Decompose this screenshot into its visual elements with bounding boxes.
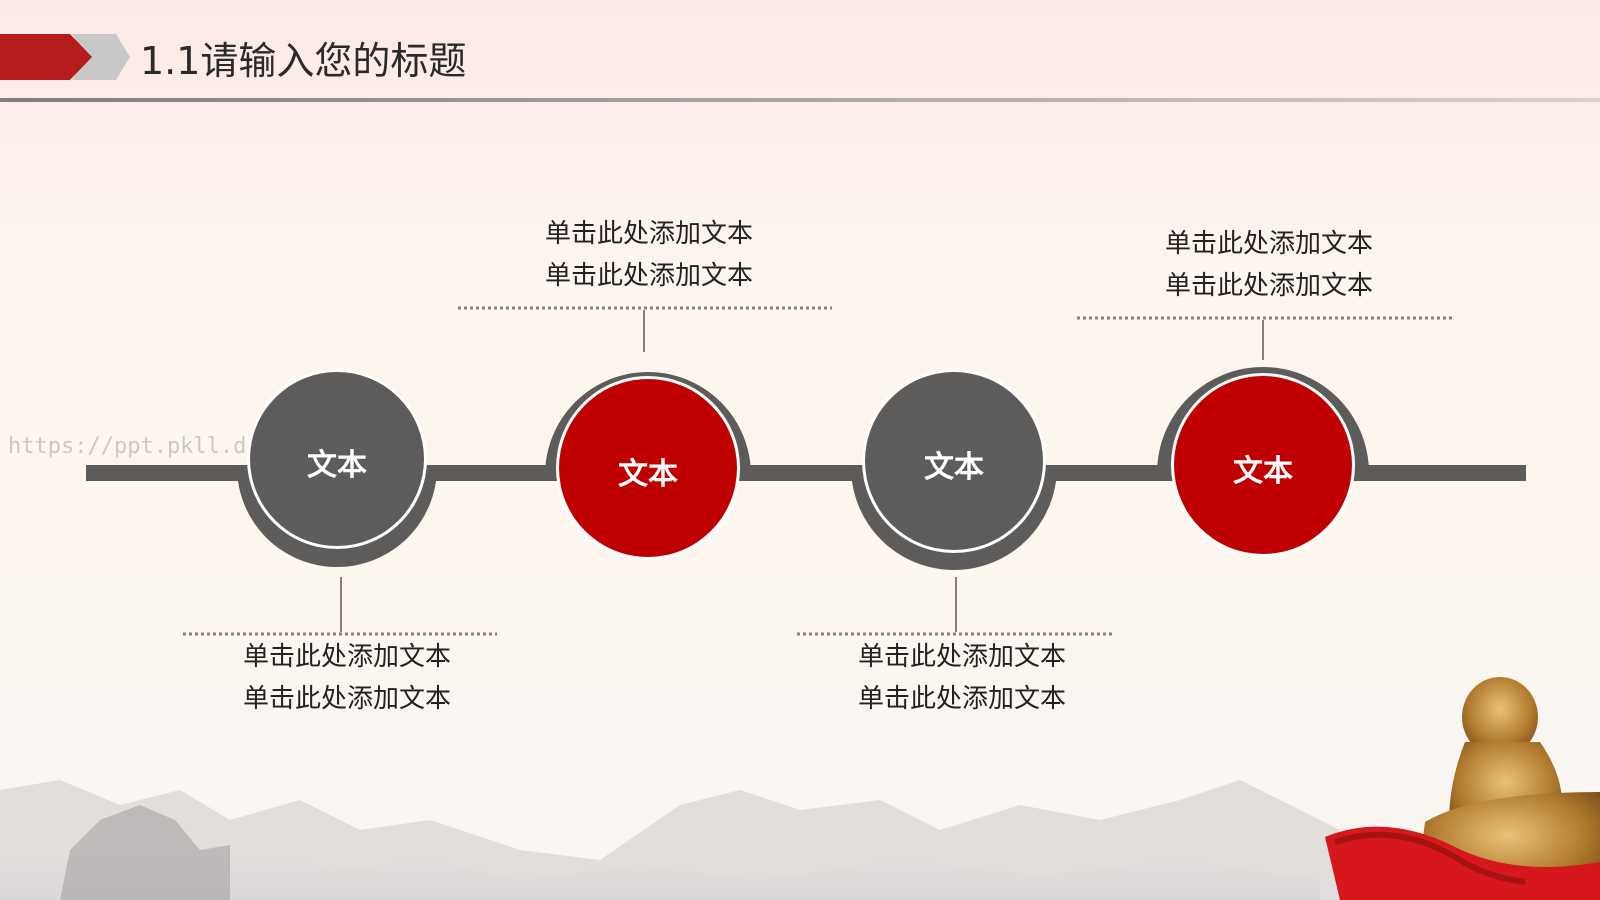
node-label-4: 文本 [1163,446,1363,490]
node-label-3: 文本 [854,442,1054,486]
caption-4-line-2: 单击此处添加文本 [1119,265,1419,307]
caption-4: 单击此处添加文本 单击此处添加文本 [1119,223,1419,307]
caption-2: 单击此处添加文本 单击此处添加文本 [499,213,799,297]
caption-3: 单击此处添加文本 单击此处添加文本 [812,636,1112,720]
lion-statue-icon [1325,672,1600,900]
caption-4-line-1: 单击此处添加文本 [1119,223,1419,265]
node-label-2: 文本 [548,449,748,493]
caption-2-line-2: 单击此处添加文本 [499,255,799,297]
node-label-1: 文本 [237,440,437,484]
caption-3-line-1: 单击此处添加文本 [812,636,1112,678]
caption-1-line-1: 单击此处添加文本 [197,636,497,678]
caption-1: 单击此处添加文本 单击此处添加文本 [197,636,497,720]
caption-2-line-1: 单击此处添加文本 [499,213,799,255]
